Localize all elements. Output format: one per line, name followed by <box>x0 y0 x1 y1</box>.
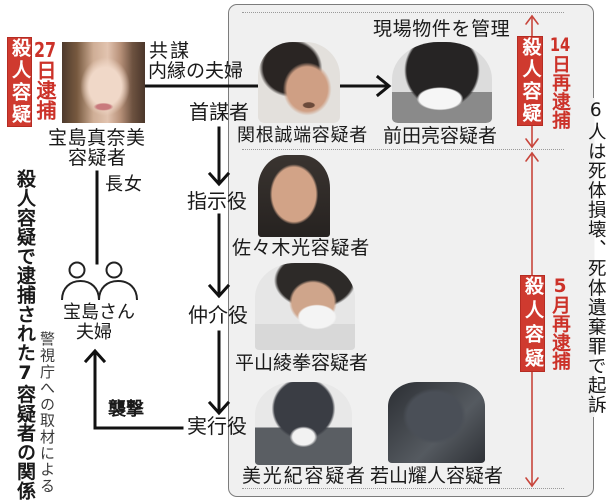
arrowhead-up-icon <box>525 14 539 25</box>
photo-mitsunori <box>255 382 352 465</box>
victims-name: 宝島さん <box>63 302 135 323</box>
arrowhead-down-icon <box>525 138 539 149</box>
suspect-name-hirayama: 平山綾拳容疑者 <box>235 352 369 374</box>
charge-badge-label: 殺人容疑 <box>519 37 542 125</box>
rearrest-date-number: 5 <box>553 277 567 296</box>
victims-couple-label: 夫婦 <box>76 322 112 343</box>
role-instructor: 指示役 <box>187 189 247 213</box>
rearrest-date-14: 14日再逮捕 <box>549 36 571 130</box>
arrowhead-down-icon <box>207 283 231 299</box>
suspect-name-wakayama: 若山耀人容疑者 <box>370 465 504 487</box>
photo-hirayama <box>255 263 355 350</box>
main-suspect-title: 容疑者 <box>68 147 127 169</box>
charge-badge-rearrest-may: 殺人容疑 <box>520 275 545 372</box>
charge-badge-label: 殺人容疑 <box>522 275 544 372</box>
arrowhead-down-icon <box>207 171 231 187</box>
photo-takarajima-manami <box>62 42 145 123</box>
main-suspect-name: 宝島真奈美 <box>48 127 146 149</box>
charge-badge-rearrest-14: 殺人容疑 <box>517 36 543 126</box>
rearrest-date-text: 日再逮捕 <box>549 54 571 130</box>
manages-arrowhead-icon <box>375 74 392 98</box>
rearrest-date-may: 5月再逮捕 <box>549 277 571 371</box>
divider-middle <box>242 149 564 150</box>
indictment-note: 6人は死体損壊、死体遺棄罪で起訴 <box>584 98 606 417</box>
arrowhead-up-icon <box>83 348 107 364</box>
suspect-name-sekine: 関根誠端容疑者 <box>237 125 368 146</box>
person-body-icon <box>61 279 100 301</box>
photo-sasaki <box>258 155 330 237</box>
arrest-date-main: 27日逮捕 <box>33 40 57 120</box>
indictment-note-text: 6人は死体損壊、死体遺棄罪で起訴 <box>585 100 607 415</box>
relation-daughter-label: 長女 <box>105 174 143 195</box>
photo-sekine <box>258 42 340 123</box>
role-mastermind: 首謀者 <box>189 100 249 124</box>
rearrest-date-number: 14 <box>549 36 571 55</box>
arrowhead-down-icon <box>207 400 231 416</box>
rearrest-date-text: 月再逮捕 <box>549 295 571 371</box>
suspect-name-mitsunori: 美光紀容疑者 <box>242 465 367 487</box>
person-body-icon <box>98 279 138 301</box>
source-credit: 警視庁への取材による <box>38 331 56 494</box>
arrest-date-text: 日逮捕 <box>33 60 57 120</box>
photo-maeda <box>392 42 492 123</box>
diagram-title: 殺人容疑で逮捕された7容疑者の関係 <box>14 169 36 501</box>
arrest-date-number: 27 <box>34 40 56 60</box>
photo-wakayama <box>388 382 485 463</box>
person-head-icon <box>105 261 123 279</box>
attack-arrow <box>93 350 184 430</box>
charge-badge-main: 殺人容疑 <box>7 37 32 127</box>
manages-property-label: 現場物件を管理 <box>373 18 511 40</box>
person-head-icon <box>68 261 86 279</box>
common-law-couple-label: 内縁の夫婦 <box>148 60 244 82</box>
attack-label: 襲撃 <box>108 399 144 420</box>
role-executor: 実行役 <box>187 414 247 438</box>
conspiracy-label: 共謀 <box>149 40 192 62</box>
arrowhead-up-icon <box>525 151 539 162</box>
charge-badge-label: 殺人容疑 <box>9 38 31 126</box>
role-intermediary: 仲介役 <box>188 303 248 327</box>
arrowhead-down-icon <box>525 477 539 488</box>
divider-top <box>242 12 564 13</box>
suspect-name-maeda: 前田亮容疑者 <box>383 125 498 147</box>
suspect-name-sasaki: 佐々木光容疑者 <box>232 237 370 259</box>
divider-bottom <box>242 488 564 489</box>
couple-icon <box>61 261 138 301</box>
